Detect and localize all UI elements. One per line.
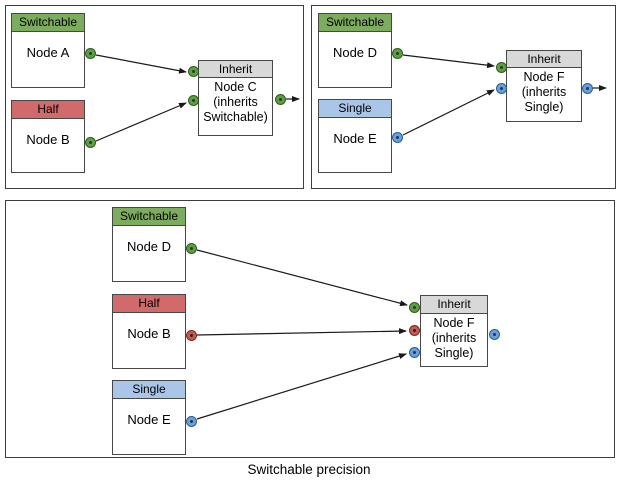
figure-caption: Switchable precision [247, 462, 371, 477]
node-c-subtitle-line1: (inherits [213, 95, 258, 109]
node-d: Switchable Node D [318, 13, 392, 88]
bottom-node-d-type-header: Switchable [113, 208, 185, 226]
bottom-node-b-type-header: Half [113, 295, 185, 313]
node-e: Single Node E [318, 99, 392, 173]
bottom-node-d-output-port-switchable [185, 242, 197, 254]
node-d-output-port-switchable [391, 47, 403, 59]
node-c-output-port [274, 93, 286, 105]
node-a-type-header: Switchable [12, 14, 84, 32]
bottom-node-b: Half Node B [112, 294, 186, 369]
node-e-output-port-single [391, 131, 403, 143]
node-e-title: Node E [333, 131, 377, 146]
node-b-title: Node B [26, 132, 70, 147]
bottom-node-f-input-port-1 [408, 301, 420, 313]
bottom-node-d: Switchable Node D [112, 207, 186, 282]
node-d-type-header: Switchable [319, 14, 391, 32]
bottom-node-f-type-header: Inherit [421, 296, 487, 314]
bottom-node-f-title: Node F [433, 316, 475, 330]
node-b-type-header: Half [12, 101, 84, 119]
node-a-title: Node A [26, 45, 70, 60]
node-c-body: Node C (inherits Switchable) [199, 78, 272, 125]
node-f-subtitle-line2: Single) [524, 100, 564, 114]
bottom-node-e-type-header: Single [113, 381, 185, 399]
node-f-type-header: Inherit [507, 51, 581, 68]
bottom-node-e-output-port-single [185, 415, 197, 427]
node-f-input-port-2 [495, 82, 507, 94]
node-c: Inherit Node C (inherits Switchable) [198, 60, 273, 136]
bottom-node-d-title: Node D [126, 239, 172, 254]
panel-bottom [5, 200, 615, 458]
bottom-node-e-title: Node E [127, 412, 171, 427]
node-b-output-port-switchable [84, 136, 96, 148]
node-b: Half Node B [11, 100, 85, 173]
node-f-input-port-1 [495, 61, 507, 73]
bottom-node-f: Inherit Node F (inherits Single) [420, 295, 488, 367]
bottom-node-f-input-port-2 [408, 324, 420, 336]
node-c-input-port-1 [187, 65, 199, 77]
node-f-title: Node F [523, 70, 565, 84]
node-c-title: Node C [214, 80, 257, 94]
bottom-node-e: Single Node E [112, 380, 186, 455]
bottom-node-f-subtitle-line2: Single) [434, 346, 474, 360]
node-f-output-port [581, 82, 593, 94]
bottom-node-b-title: Node B [127, 326, 171, 341]
bottom-node-f-subtitle-line1: (inherits [431, 331, 477, 345]
bottom-node-f-input-port-3 [408, 346, 420, 358]
bottom-node-f-output-port [488, 328, 500, 340]
bottom-node-f-body: Node F (inherits Single) [421, 314, 487, 361]
node-f-subtitle-line1: (inherits [521, 85, 567, 99]
node-f: Inherit Node F (inherits Single) [506, 50, 582, 122]
node-a: Switchable Node A [11, 13, 85, 88]
node-d-title: Node D [332, 45, 378, 60]
node-f-body: Node F (inherits Single) [507, 68, 581, 115]
node-c-input-port-2 [187, 94, 199, 106]
node-c-type-header: Inherit [199, 61, 272, 78]
bottom-node-b-output-port-half [185, 329, 197, 341]
node-a-output-port-switchable [84, 47, 96, 59]
node-e-type-header: Single [319, 100, 391, 118]
node-c-subtitle-line2: Switchable) [203, 110, 268, 124]
